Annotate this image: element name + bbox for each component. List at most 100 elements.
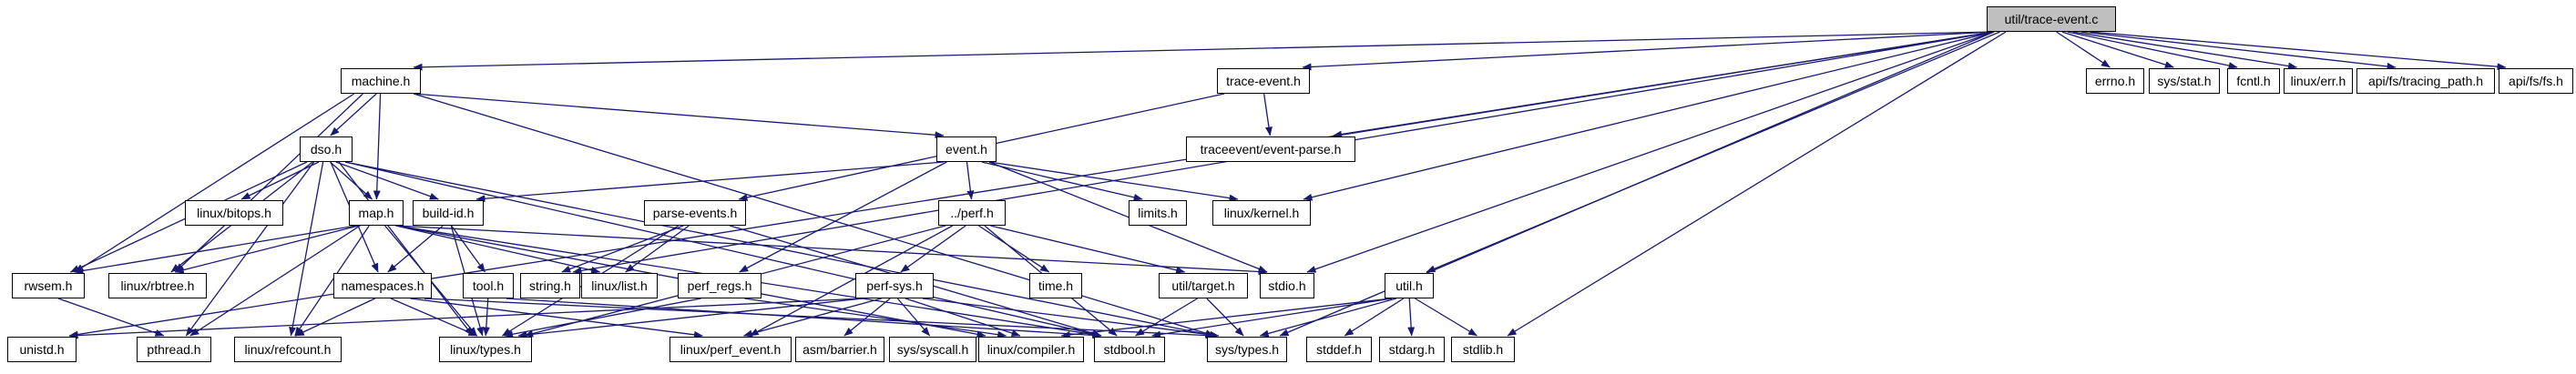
include-edge-machine_h-to-dso_h [330,93,377,136]
graph-node-linux_rbtree_h[interactable]: linux/rbtree.h [108,273,207,298]
graph-node-rwsem_h[interactable]: rwsem.h [12,273,85,298]
graph-node-perf_sys_h[interactable]: perf-sys.h [855,273,934,298]
include-edge-build_id_h-to-namespaces_h [387,225,444,273]
include-edge-tool_h-to-linux_types_h [482,298,490,337]
include-edge-perf_sys_h-to-unistd_h [68,298,864,339]
graph-node-api_fs_fs_h[interactable]: api/fs/fs.h [2499,68,2573,94]
graph-node-sys_syscall_h[interactable]: sys/syscall.h [889,337,976,362]
include-edge-perf_h-to-linux_perf_event_h [749,225,954,337]
graph-node-build_id_h[interactable]: build-id.h [413,200,484,226]
include-edge-util_h-to-stddef_h [1344,298,1405,337]
include-edge-perf_regs_h-to-linux_types_h [504,298,701,339]
include-edge-util_h-to-stdarg_h [1407,298,1416,337]
graph-node-pthread_h[interactable]: pthread.h [137,337,211,362]
include-edge-event_h-to-stdio_h [988,161,1268,273]
graph-node-stddef_h[interactable]: stddef.h [1306,337,1372,362]
graph-node-limits_h[interactable]: limits.h [1129,200,1187,226]
graph-node-errno_h[interactable]: errno.h [2086,68,2144,94]
graph-node-parse_events_h[interactable]: parse-events.h [644,200,746,226]
graph-node-linux_types_h[interactable]: linux/types.h [439,337,532,362]
graph-node-perf_h[interactable]: ../perf.h [938,200,1006,226]
include-edge-trace_event_c-to-errno_h [2056,31,2111,68]
include-edge-map_h-to-pthread_h [189,225,361,337]
graph-node-util_h[interactable]: util.h [1385,273,1434,298]
include-edge-machine_h-to-event_h [413,93,945,139]
include-edge-dso_h-to-sys_types_h [344,161,1215,339]
include-edge-trace_event_c-to-linux_kernel_h [1303,31,1995,201]
include-edge-event_h-to-perf_regs_h [739,161,947,273]
include-edge-parse_events_h-to-string_h [561,225,684,273]
graph-node-time_h[interactable]: time.h [1029,273,1082,298]
graph-node-linux_refcount_h[interactable]: linux/refcount.h [234,337,342,362]
include-edge-perf_sys_h-to-sys_types_h [922,298,1220,339]
graph-node-perf_regs_h[interactable]: perf_regs.h [678,273,762,298]
include-edge-perf_sys_h-to-asm_barrier_h [843,298,891,337]
graph-node-stdlib_h[interactable]: stdlib.h [1451,337,1515,362]
graph-node-map_h[interactable]: map.h [349,200,404,226]
graph-node-unistd_h[interactable]: unistd.h [7,337,77,362]
graph-node-stdio_h[interactable]: stdio.h [1260,273,1314,298]
graph-node-linux_compiler_h[interactable]: linux/compiler.h [978,337,1084,362]
include-edge-map_h-to-linux_list_h [395,225,601,274]
graph-node-trace_event_c: util/trace-event.c [1987,6,2116,32]
include-edge-machine_h-to-sys_types_h [413,93,1215,338]
graph-node-api_fs_tracing_path_h[interactable]: api/fs/tracing_path.h [2356,68,2495,94]
include-edge-util_target_h-to-stdbool_h [1135,298,1198,337]
include-edge-util_h-to-sys_types_h [1259,298,1396,338]
include-edge-trace_event_c-to-stdlib_h [1507,31,2007,337]
include-edge-namespaces_h-to-linux_refcount_h [294,298,375,337]
include-edge-perf_sys_h-to-linux_compiler_h [905,298,1021,337]
graph-node-linux_err_h[interactable]: linux/err.h [2284,68,2353,94]
graph-node-sys_types_h[interactable]: sys/types.h [1207,337,1287,362]
graph-node-asm_barrier_h[interactable]: asm/barrier.h [795,337,884,362]
graph-node-linux_kernel_h[interactable]: linux/kernel.h [1212,200,1311,226]
graph-node-stdbool_h[interactable]: stdbool.h [1094,337,1165,362]
graph-node-event_h[interactable]: event.h [936,136,997,162]
include-edge-trace_event_c-to-machine_h [413,31,1995,71]
graph-node-linux_perf_event_h[interactable]: linux/perf_event.h [670,337,792,362]
graph-node-linux_list_h[interactable]: linux/list.h [581,273,658,298]
include-edge-dso_h-to-pthread_h [185,161,315,337]
include-edge-perf_sys_h-to-sys_syscall_h [896,298,931,337]
graph-node-event_parse_h[interactable]: traceevent/event-parse.h [1186,136,1355,162]
graph-node-namespaces_h[interactable]: namespaces.h [333,273,432,298]
graph-node-machine_h[interactable]: machine.h [341,68,421,94]
include-edge-parse_events_h-to-linux_list_h [625,225,690,273]
include-edge-namespaces_h-to-linux_types_h [390,298,478,337]
include-edge-perf_sys_h-to-linux_perf_event_h [742,298,882,338]
include-edge-perf_regs_h-to-linux_compiler_h [744,298,1007,339]
include-edge-perf_h-to-util_target_h [990,225,1186,274]
include-edge-map_h-to-stdio_h [395,225,1268,276]
graph-node-string_h[interactable]: string.h [520,273,580,298]
include-edge-rwsem_h-to-pthread_h [57,298,165,337]
include-edge-perf_h-to-time_h [978,225,1050,273]
include-edge-map_h-to-linux_refcount_h [294,225,370,337]
include-edge-trace_event_c-to-fcntl_h [2067,31,2238,69]
include-edge-machine_h-to-rwsem_h [74,93,355,273]
include-edge-dso_h-to-linux_refcount_h [289,161,324,337]
include-edge-perf_sys_h-to-linux_types_h [517,298,864,339]
include-edge-event_h-to-build_id_h [475,161,945,203]
graph-node-dso_h[interactable]: dso.h [300,136,353,162]
include-edge-trace_event_c-to-sys_stat_h [2061,31,2174,68]
graph-node-trace_event_h[interactable]: trace-event.h [1217,68,1310,94]
graph-node-tool_h[interactable]: tool.h [463,273,514,298]
graph-node-linux_bitops_h[interactable]: linux/bitops.h [185,200,283,226]
include-edge-namespaces_h-to-linux_perf_event_h [410,298,703,339]
graph-node-sys_stat_h[interactable]: sys/stat.h [2149,68,2220,94]
include-edge-dso_h-to-linux_bitops_h [240,161,320,200]
include-edge-machine_h-to-map_h [373,93,382,200]
graph-node-fcntl_h[interactable]: fcntl.h [2227,68,2280,94]
include-edge-map_h-to-rwsem_h [74,225,357,275]
include-edge-trace_event_c-to-stdio_h [1306,31,1995,273]
include-edge-trace_event_c-to-linux_err_h [2072,31,2298,70]
graph-node-stdarg_h[interactable]: stdarg.h [1379,337,1445,362]
include-edge-namespaces_h-to-sys_types_h [424,298,1215,339]
graph-node-util_target_h[interactable]: util/target.h [1159,273,1248,298]
include-edge-trace_event_c-to-api_fs_tracing_path_h [2080,31,2397,70]
include-edge-dso_h-to-linux_types_h [338,161,474,337]
include-edge-event_h-to-limits_h [981,161,1143,201]
include-edge-event_h-to-perf_h [966,161,975,200]
